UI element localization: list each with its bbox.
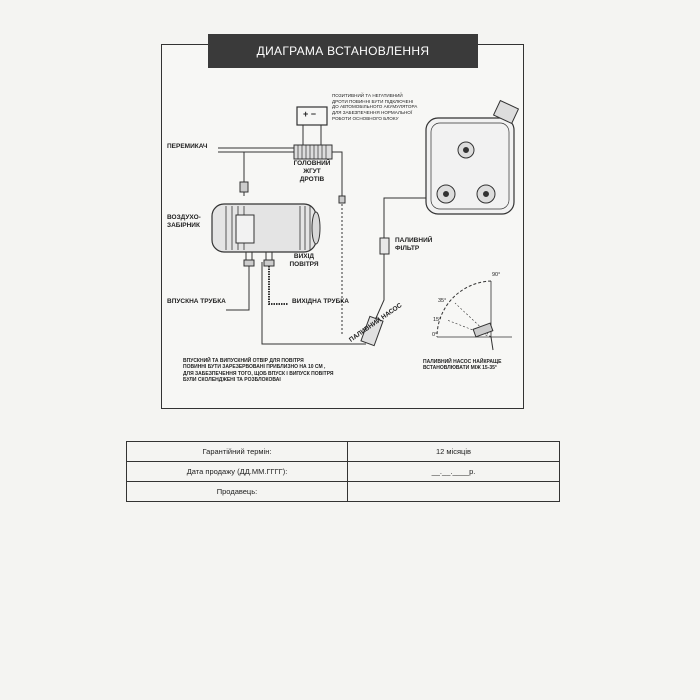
battery-icon — [296, 106, 328, 126]
switch-label: ПЕРЕМИКАЧ — [167, 143, 208, 150]
switch-wire — [218, 147, 294, 153]
exhaust-pipe — [268, 266, 288, 305]
table-row: Гарантійний термін: 12 місяців — [126, 441, 560, 462]
fuel-line-heater — [261, 262, 366, 345]
angle-35-label: 35° — [438, 298, 447, 304]
angle-pump-icon — [472, 322, 494, 338]
exhaust-pipe-label: ВИХІДНА ТРУБКА — [292, 298, 349, 305]
holes-note: ВПУСКНИЙ ТА ВИПУСКНИЙ ОТВІР ДЛЯ ПОВІТРЯ … — [183, 358, 334, 383]
diagram-title: ДИАГРАМА ВСТАНОВЛЕННЯ — [208, 34, 478, 68]
battery-signs: + − — [303, 109, 317, 119]
tank-cap — [492, 99, 520, 125]
battery-note: ПОЗИТИВНИЙ ТА НЕГАТИВНИЙ ДРОТИ ПОВИННІ Б… — [332, 93, 418, 121]
fuel-pump — [360, 315, 384, 347]
intake-pipe — [226, 266, 250, 311]
harness-label: ГОЛОВНИЙ ЖГУТ ДРОТІВ — [293, 160, 331, 183]
warranty-label: Гарантійний термін: — [126, 441, 348, 462]
air-outlet — [311, 211, 321, 245]
seller-label: Продавець: — [126, 481, 348, 502]
table-row: Продавець: — [126, 481, 560, 502]
angle-15-label: 15° — [433, 317, 442, 323]
angle-arc — [436, 280, 492, 338]
air-outlet-label: ВИХІД ПОВІТРЯ — [289, 253, 319, 268]
harness-down-wire — [332, 151, 343, 200]
intake-pipe-label: ВПУСКНА ТРУБКА — [167, 298, 226, 305]
warranty-table: Гарантійний термін: 12 місяців Дата прод… — [126, 441, 560, 502]
sale-date-label: Дата продажу (ДД.ММ.ГГГГ): — [126, 461, 348, 482]
air-intake-label: ВОЗДУХО- ЗАБІРНИК — [167, 214, 201, 229]
angle-90-label: 90° — [492, 272, 501, 278]
fuel-filter — [379, 237, 390, 255]
harness-to-heater-wire — [243, 151, 294, 196]
fuel-filter-label: ПАЛИВНИЙ ФІЛЬТР — [395, 237, 433, 252]
pump-angle-note: ПАЛИВНИЙ НАСОС НАЙКРАЩЕ ВСТАНОВЛЮВАТИ МІ… — [423, 359, 502, 372]
sale-date-value: __.__.____р. — [347, 461, 560, 482]
table-row: Дата продажу (ДД.ММ.ГГГГ): __.__.____р. — [126, 461, 560, 482]
seller-value — [347, 481, 560, 502]
warranty-value: 12 місяців — [347, 441, 560, 462]
angle-0-label: 0° — [432, 332, 438, 338]
